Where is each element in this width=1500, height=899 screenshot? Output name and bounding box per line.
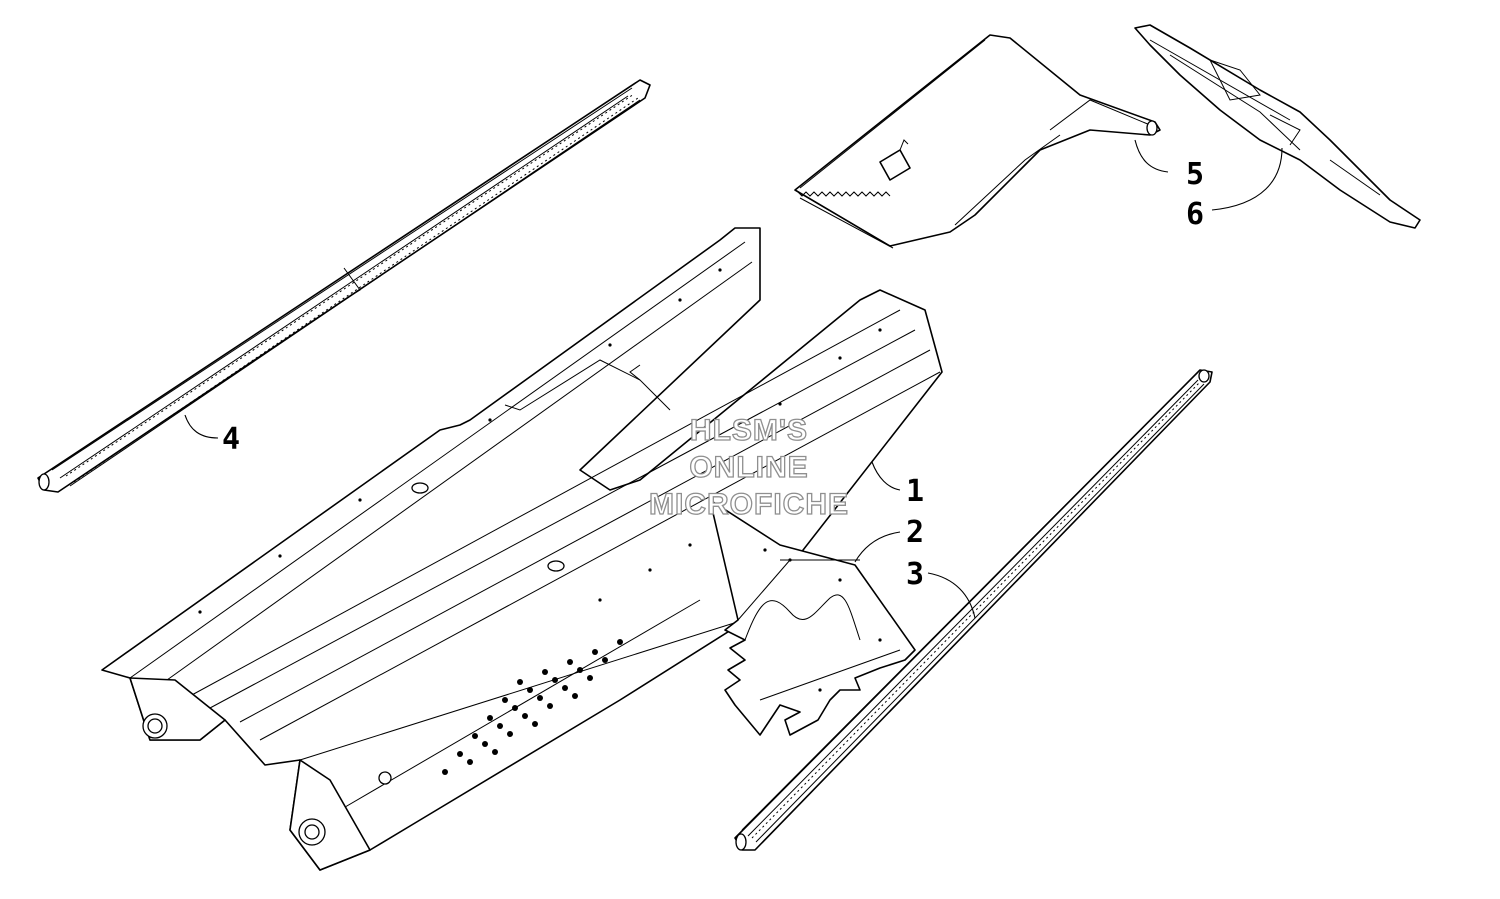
part-5-rear-flap[interactable] bbox=[794, 34, 1161, 249]
leader-6 bbox=[1211, 147, 1283, 211]
callout-1: 1 bbox=[906, 474, 924, 509]
leader-2 bbox=[854, 531, 901, 563]
leader-lines bbox=[184, 139, 1283, 619]
part-3-running-board-rail[interactable] bbox=[734, 369, 1213, 851]
part-4-running-board-rail[interactable] bbox=[37, 79, 651, 493]
watermark: HLSM'S ONLINE MICROFICHE bbox=[648, 413, 849, 521]
watermark-line-2: ONLINE bbox=[689, 451, 808, 484]
leader-5 bbox=[1134, 139, 1169, 173]
part-6-mount-bracket[interactable] bbox=[1134, 24, 1421, 229]
leader-3 bbox=[927, 572, 976, 619]
part-1-tunnel[interactable] bbox=[101, 227, 943, 871]
callout-6: 6 bbox=[1186, 197, 1204, 232]
callout-3: 3 bbox=[906, 557, 924, 592]
watermark-line-1: HLSM'S bbox=[690, 414, 808, 447]
callout-5: 5 bbox=[1186, 157, 1204, 192]
part-2-reinforcement-plate[interactable] bbox=[709, 499, 916, 736]
callout-2: 2 bbox=[906, 515, 924, 550]
leader-4 bbox=[184, 414, 219, 439]
watermark-line-3: MICROFICHE bbox=[649, 488, 849, 521]
callout-4: 4 bbox=[222, 422, 240, 457]
leader-1 bbox=[871, 461, 901, 491]
